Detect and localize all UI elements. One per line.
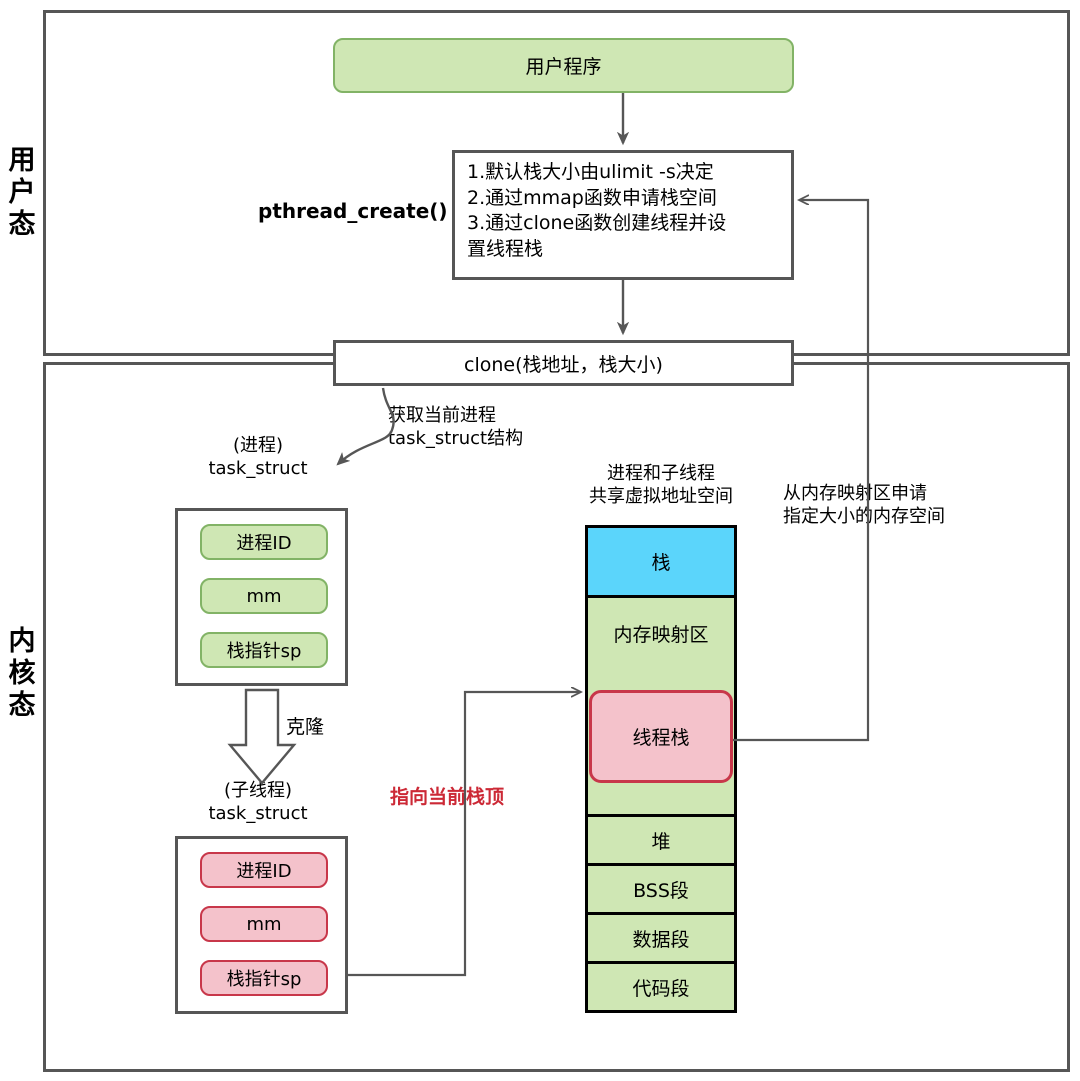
get-task-struct-annotation: 获取当前进程 task_struct结构 — [388, 405, 524, 450]
memory-segment-text-label: 代码段 — [632, 977, 690, 1000]
child-field-mm[interactable]: mm — [200, 906, 328, 942]
user-program-label: 用户程序 — [525, 56, 602, 78]
memory-segment-data[interactable]: 数据段 — [585, 912, 737, 964]
process-field-sp-label: 栈指针sp — [226, 641, 302, 662]
memory-segment-heap-label: 堆 — [651, 830, 671, 853]
points-to-stack-top-annotation: 指向当前栈顶 — [390, 786, 505, 808]
memory-segment-heap[interactable]: 堆 — [585, 814, 737, 866]
process-field-mm[interactable]: mm — [200, 578, 328, 614]
mmap-request-annotation: 从内存映射区申请 指定大小的内存空间 — [783, 483, 945, 528]
child-field-sp-label: 栈指针sp — [226, 969, 302, 990]
clone-call-label: clone(栈地址，栈大小) — [464, 353, 663, 376]
process-field-pid-label: 进程ID — [236, 533, 292, 554]
memory-segment-mmap-label: 内存映射区 — [613, 624, 709, 646]
memory-layout-column: 栈 内存映射区 堆 BSS段 数据段 代码段 线程栈 — [585, 525, 737, 1013]
process-task-struct-caption: (进程) task_struct — [208, 435, 308, 480]
memory-segment-bss-label: BSS段 — [633, 879, 689, 902]
thread-stack-node[interactable]: 线程栈 — [589, 690, 733, 783]
process-task-struct-box: 进程ID mm 栈指针sp — [175, 508, 348, 686]
child-task-struct-box: 进程ID mm 栈指针sp — [175, 836, 348, 1014]
memory-segment-text[interactable]: 代码段 — [585, 961, 737, 1013]
user-mode-label: 用户 态 — [8, 145, 36, 240]
child-field-pid-label: 进程ID — [236, 861, 292, 882]
child-field-sp[interactable]: 栈指针sp — [200, 960, 328, 996]
user-program-node[interactable]: 用户程序 — [333, 38, 794, 93]
shared-space-caption: 进程和子线程 共享虚拟地址空间 — [589, 463, 733, 508]
memory-segment-bss[interactable]: BSS段 — [585, 863, 737, 915]
thread-stack-label: 线程栈 — [632, 727, 690, 749]
child-task-struct-caption: (子线程) task_struct — [208, 780, 308, 825]
clone-arrow-label: 克隆 — [286, 716, 325, 738]
child-field-mm-label: mm — [246, 913, 282, 935]
process-field-sp[interactable]: 栈指针sp — [200, 632, 328, 668]
memory-segment-data-label: 数据段 — [632, 928, 690, 951]
child-field-pid[interactable]: 进程ID — [200, 852, 328, 888]
process-field-mm-label: mm — [246, 585, 282, 607]
process-field-pid[interactable]: 进程ID — [200, 524, 328, 560]
memory-segment-stack[interactable]: 栈 — [585, 525, 737, 598]
memory-segment-stack-label: 栈 — [651, 552, 671, 574]
kernel-mode-label: 内核 态 — [8, 626, 36, 721]
pthread-create-label: pthread_create() — [258, 199, 448, 223]
clone-call-node[interactable]: clone(栈地址，栈大小) — [333, 340, 794, 386]
pthread-steps-node[interactable]: 1.默认栈大小由ulimit -s决定 2.通过mmap函数申请栈空间 3.通过… — [452, 150, 794, 280]
pthread-steps-text: 1.默认栈大小由ulimit -s决定 2.通过mmap函数申请栈空间 3.通过… — [467, 161, 727, 260]
